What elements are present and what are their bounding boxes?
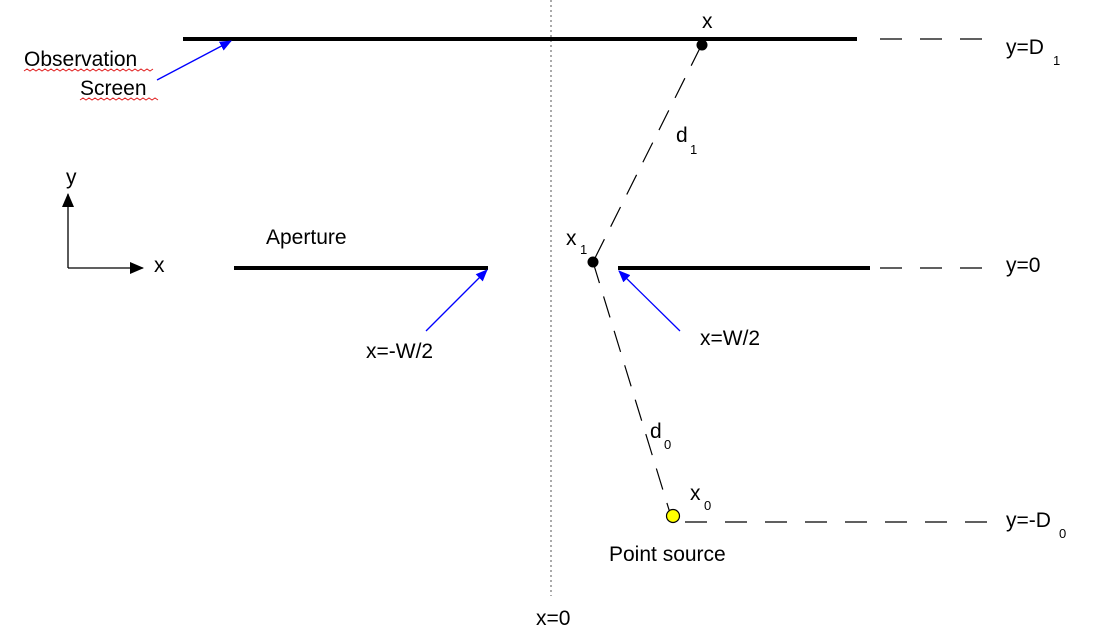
x0-subscript: 0	[704, 498, 711, 513]
x1-label: x	[566, 227, 577, 250]
axis-y-label: y	[66, 166, 77, 189]
screen-point-dot	[696, 39, 708, 51]
screen-point-label: x	[702, 10, 713, 33]
y-d0-subscript: 0	[1059, 526, 1066, 541]
neg-half-width-pointer-arrow	[425, 269, 488, 332]
neg-half-width-label: x=-W/2	[366, 340, 433, 363]
y-d1-label: y=D	[1006, 36, 1044, 59]
y-zero-label: y=0	[1006, 254, 1040, 277]
aperture-point-dot	[587, 256, 599, 268]
y-d0-label: y=-D	[1006, 509, 1051, 532]
pos-half-width-label: x=W/2	[700, 327, 760, 350]
ray-d1	[592, 45, 702, 263]
screen-spell-underline	[79, 97, 159, 101]
aperture-label: Aperture	[266, 226, 347, 249]
d0-label: d	[650, 420, 662, 443]
observation-label-line1: Observation	[24, 48, 137, 71]
observation-label-line2: Screen	[80, 77, 147, 100]
axis-x-label: x	[154, 254, 165, 277]
d1-subscript: 1	[690, 142, 697, 157]
d1-label: d	[676, 124, 688, 147]
x-zero-label: x=0	[536, 607, 570, 630]
point-source-label: Point source	[609, 543, 726, 566]
x0-label: x	[690, 482, 701, 505]
pos-half-width-pointer-arrow	[618, 270, 681, 332]
d0-subscript: 0	[664, 437, 671, 452]
y-d1-subscript: 1	[1053, 53, 1060, 68]
x1-subscript: 1	[580, 242, 587, 257]
ray-d0	[592, 261, 671, 514]
point-source-dot	[665, 508, 681, 524]
observation-screen-pointer-arrow	[156, 40, 232, 81]
observation-spell-underline	[23, 68, 154, 72]
